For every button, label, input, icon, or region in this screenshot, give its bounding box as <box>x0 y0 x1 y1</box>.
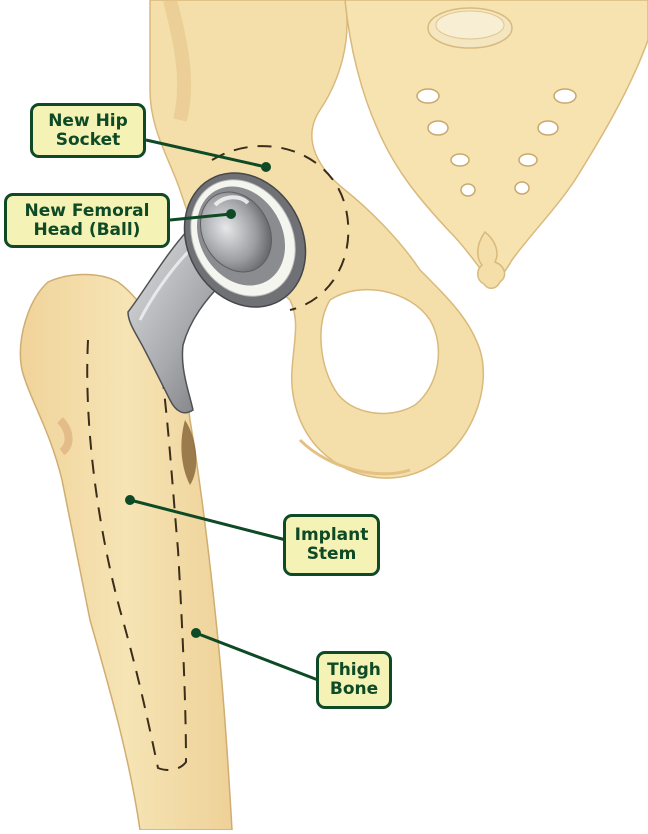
new-hip-socket-line1: New Hip <box>48 112 128 131</box>
new-femoral-head-line2: Head (Ball) <box>34 221 141 240</box>
femur <box>20 275 232 831</box>
implant-stem-label: Implant Stem <box>283 514 380 576</box>
new-femoral-head-line1: New Femoral <box>25 202 150 221</box>
implant-stem-line1: Implant <box>295 526 369 545</box>
new-femoral-head-label: New Femoral Head (Ball) <box>4 193 170 248</box>
thigh-bone-label: Thigh Bone <box>316 651 392 709</box>
thigh-bone-line2: Bone <box>330 680 378 699</box>
implant-stem-line2: Stem <box>307 545 357 564</box>
new-hip-socket-line2: Socket <box>56 131 121 150</box>
new-hip-socket-label: New Hip Socket <box>30 103 146 158</box>
thigh-bone-line1: Thigh <box>327 661 381 680</box>
